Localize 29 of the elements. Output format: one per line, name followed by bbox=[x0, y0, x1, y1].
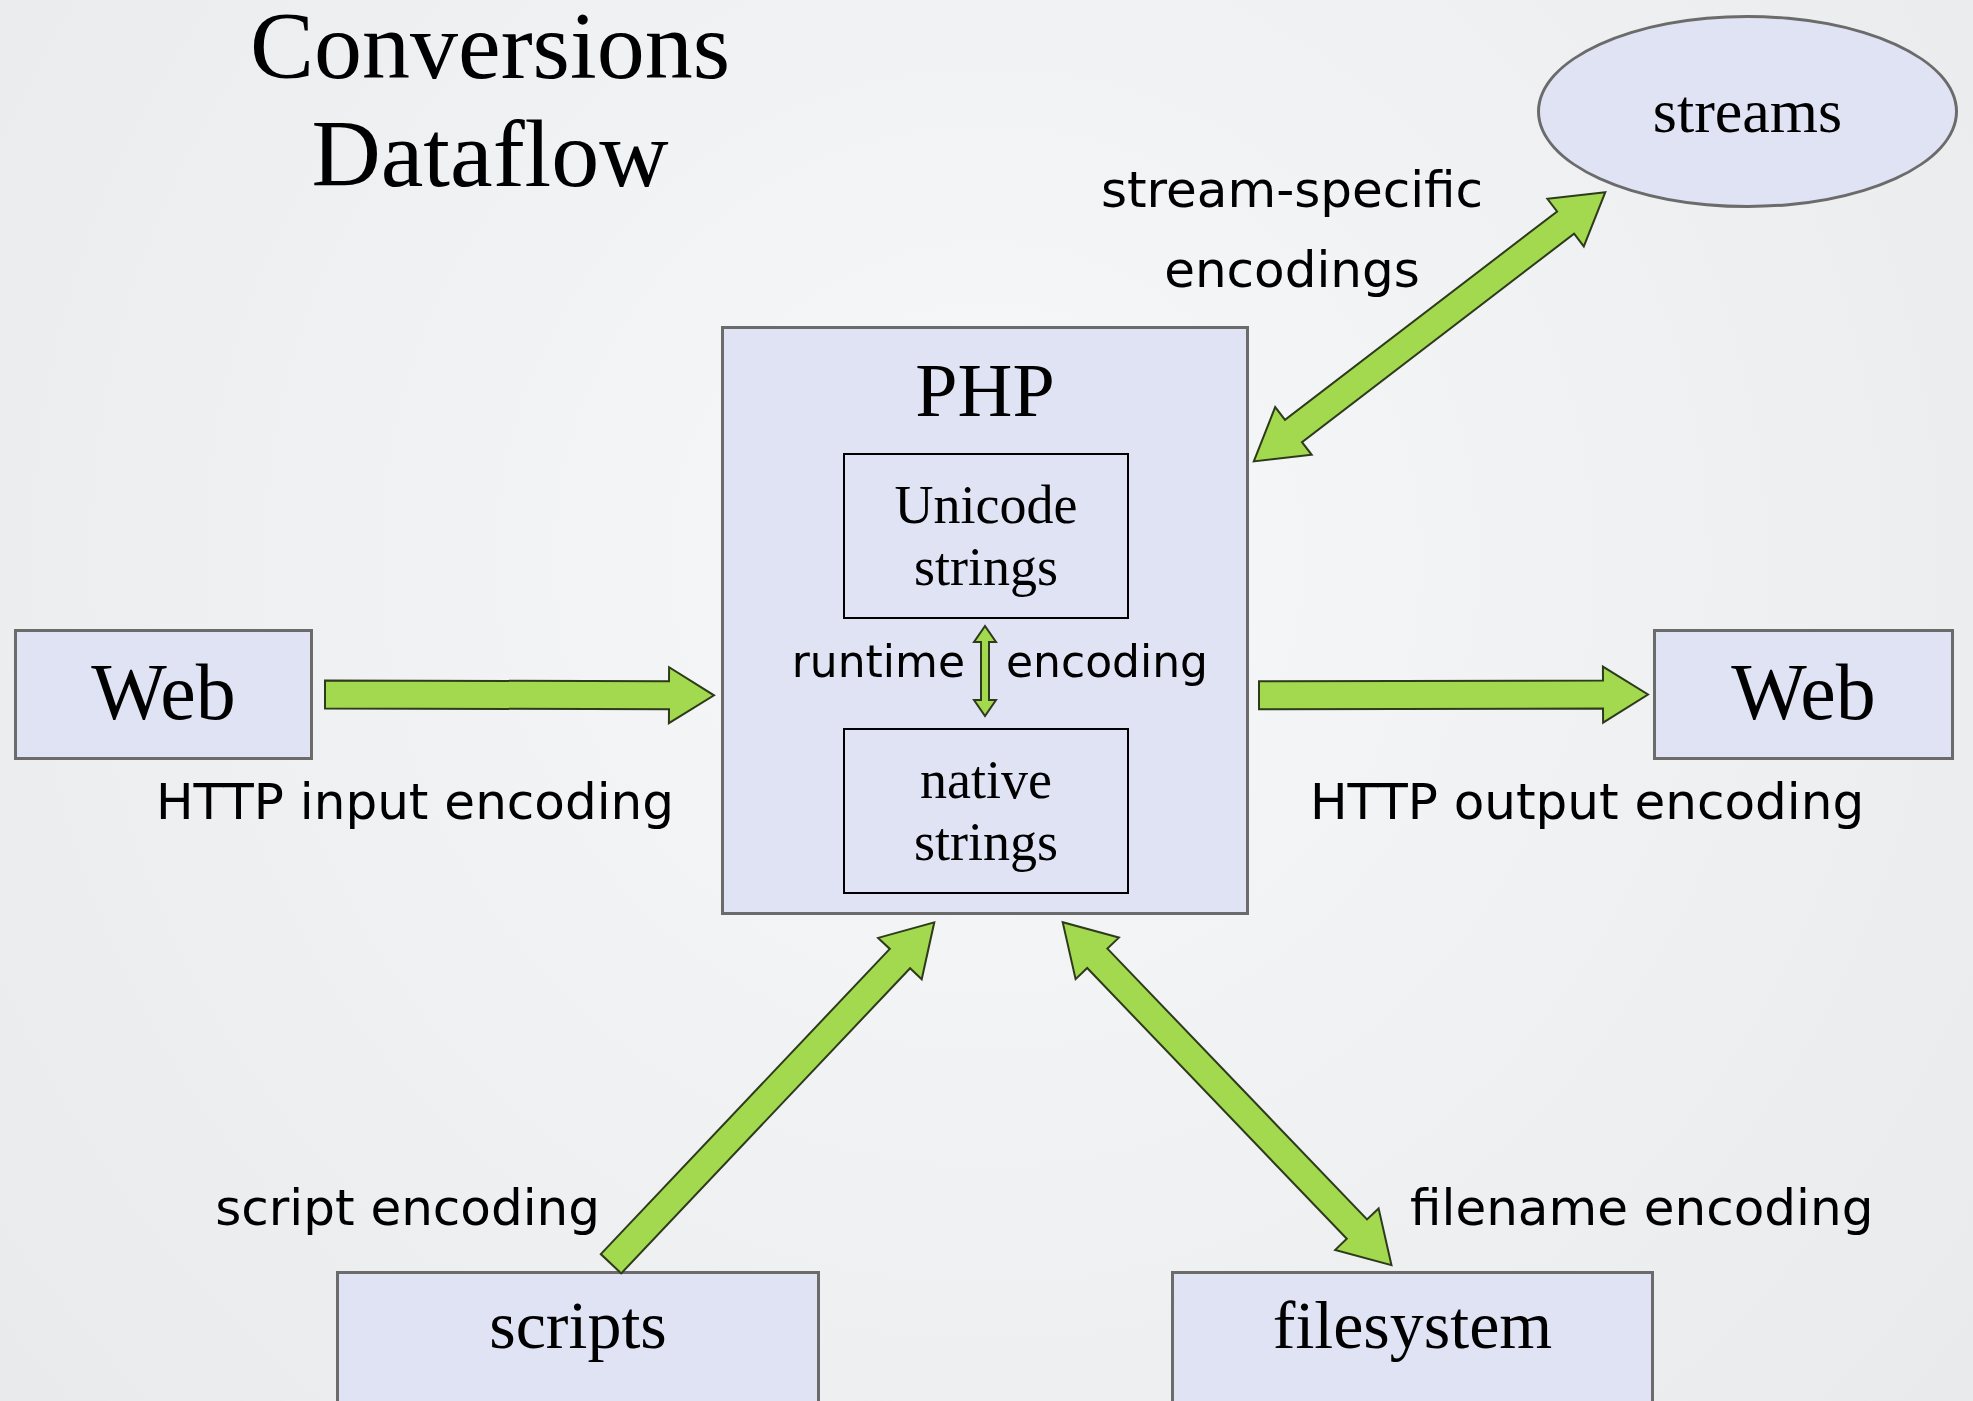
node-text: streams bbox=[1651, 76, 1844, 147]
process-box bbox=[14, 629, 313, 760]
node-text: PHP bbox=[914, 347, 1056, 434]
node-text: filesystem bbox=[1271, 1286, 1554, 1365]
arrow bbox=[324, 665, 716, 725]
annotation-label: runtime bbox=[790, 636, 965, 689]
inner-box bbox=[843, 728, 1129, 894]
node-text: native strings bbox=[913, 748, 1059, 874]
node-text: Web bbox=[1730, 647, 1877, 738]
node-text: Unicode strings bbox=[893, 473, 1079, 599]
edge-label: script encoding bbox=[214, 1178, 600, 1238]
process-box bbox=[1653, 629, 1954, 760]
arrow bbox=[1258, 664, 1650, 725]
inner-box bbox=[843, 453, 1129, 619]
annotation-label: encoding bbox=[1006, 636, 1210, 689]
edge-label: filename encoding bbox=[1410, 1178, 1875, 1238]
edge-label: HTTP input encoding bbox=[155, 772, 675, 832]
edge-label: stream-specific encodings bbox=[1099, 160, 1485, 301]
arrow bbox=[1252, 191, 1607, 463]
process-box bbox=[336, 1271, 820, 1401]
arrow bbox=[1061, 920, 1393, 1267]
edge-label: HTTP output encoding bbox=[1308, 772, 1866, 832]
process-box bbox=[1171, 1271, 1654, 1401]
title: Conversions Dataflow bbox=[249, 0, 731, 208]
arrow bbox=[972, 624, 998, 718]
arrow bbox=[599, 920, 936, 1275]
node-text: scripts bbox=[488, 1286, 668, 1365]
process-box bbox=[721, 326, 1249, 915]
node-text: Web bbox=[90, 647, 237, 738]
